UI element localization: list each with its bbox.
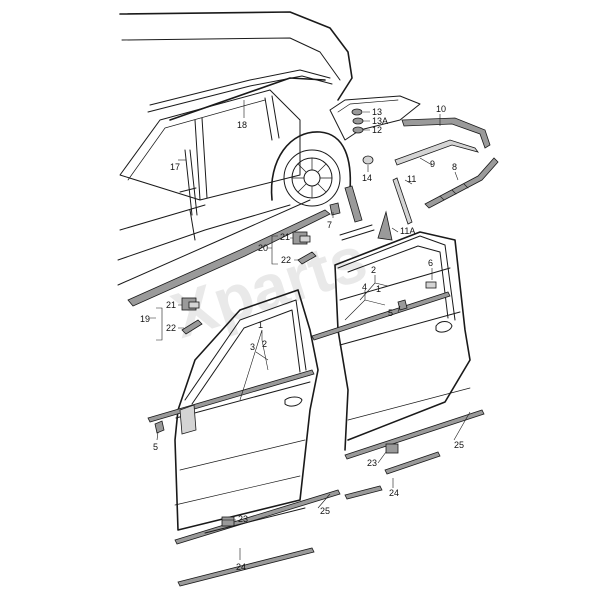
clip-13a (352, 117, 364, 125)
callout-23-front: 23 (238, 514, 248, 524)
callout-2-rear: 2 (371, 265, 376, 275)
callout-2-front: 2 (262, 339, 267, 349)
callout-17: 17 (170, 162, 180, 172)
trim-strip-8 (424, 157, 499, 209)
screw-7 (329, 202, 341, 216)
callout-11a: 11A (400, 226, 415, 236)
rear-lower-trim-24a (344, 485, 383, 500)
callout-5-front: 5 (153, 442, 158, 452)
sill-trim-19 (127, 209, 331, 307)
callout-25-front: 25 (320, 506, 330, 516)
callout-9: 9 (430, 159, 435, 169)
callout-24-rear: 24 (389, 488, 399, 498)
clip-6 (425, 281, 437, 289)
trim-strip-11 (392, 177, 413, 225)
strip-7 (344, 185, 363, 223)
wheel-arch (270, 131, 352, 201)
clip-set-19 (181, 297, 203, 335)
front-door-handle (284, 396, 303, 407)
badge-23-front (221, 516, 235, 527)
callout-21-lower: 21 (166, 300, 176, 310)
rear-door-handle (435, 321, 453, 333)
callout-13: 13 (372, 107, 382, 117)
callout-1-rear: 1 (376, 284, 381, 294)
callout-24-front: 24 (236, 562, 246, 572)
callout-19: 19 (140, 314, 150, 324)
callout-8: 8 (452, 162, 457, 172)
clip-14 (362, 155, 374, 165)
trim-strip-10 (401, 117, 491, 149)
callout-12: 12 (372, 125, 382, 135)
rear-door-outline (334, 231, 471, 451)
clip-13 (351, 108, 363, 116)
callout-3: 3 (250, 342, 255, 352)
clip-set-20 (292, 231, 317, 265)
quarter-window-frame (329, 95, 421, 141)
callout-20: 20 (258, 243, 268, 253)
callout-14: 14 (362, 173, 372, 183)
callout-18: 18 (237, 120, 247, 130)
rear-lower-trim-24b (384, 451, 441, 475)
front-lower-trim-25 (174, 489, 341, 545)
rear-lower-trim-25 (344, 409, 485, 460)
callout-23-rear: 23 (367, 458, 377, 468)
callout-6: 6 (428, 258, 433, 268)
rear-quarter-trim-parts (329, 95, 499, 241)
vehicle-body (117, 11, 353, 307)
callout-7: 7 (327, 220, 332, 230)
callout-4: 4 (362, 282, 367, 292)
front-door-outline (174, 289, 319, 531)
callout-10: 10 (436, 104, 446, 114)
clip-12 (352, 126, 364, 134)
rear-door (311, 231, 485, 500)
front-belt-moulding (147, 369, 315, 423)
clip-22-lower (181, 319, 203, 335)
leader-lines (150, 100, 471, 560)
callout-11: 11 (407, 174, 416, 184)
callout-labels: 1 3 2 5 2 4 1 5 6 7 8 9 10 11 11A 13 13A… (140, 104, 464, 572)
front-door (147, 289, 341, 587)
cap-11a (377, 210, 393, 241)
badge-23-rear (385, 443, 399, 454)
front-lower-trim-24 (177, 547, 315, 587)
callout-22-lower: 22 (166, 323, 176, 333)
callout-22-upper: 22 (281, 255, 291, 265)
trim-strip-9 (394, 139, 480, 166)
clip-22-upper (297, 251, 317, 265)
callout-1-front: 1 (258, 320, 263, 330)
callout-13a: 13A (372, 116, 388, 126)
callout-25-rear: 25 (454, 440, 464, 450)
callout-21-upper: 21 (280, 232, 290, 242)
roof-rail (169, 77, 326, 121)
screw-5-front (154, 420, 165, 434)
callout-5-rear: 5 (388, 308, 393, 318)
